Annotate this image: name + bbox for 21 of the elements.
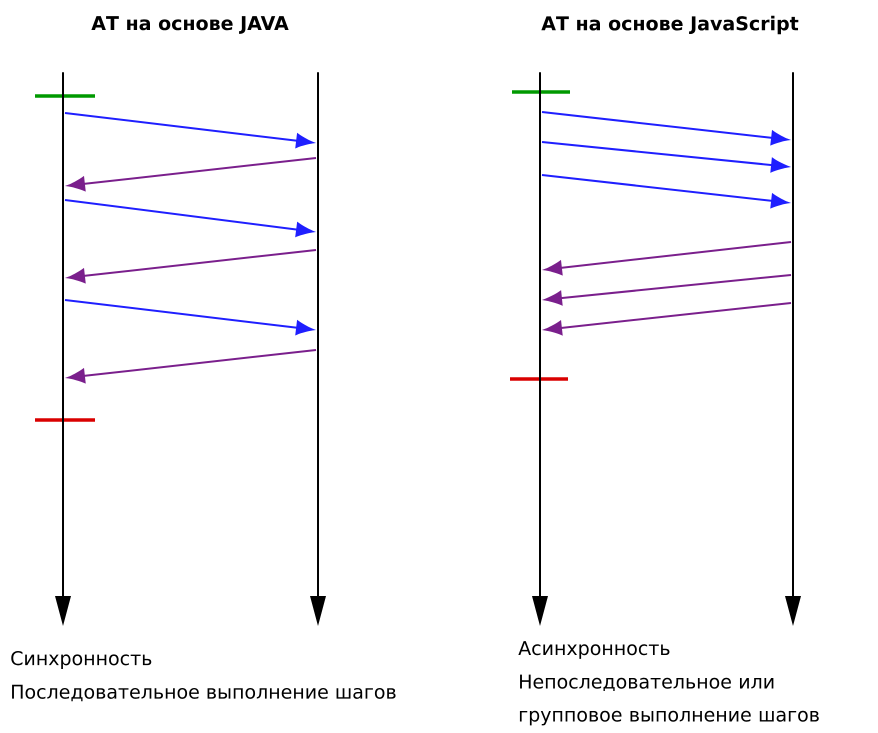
caption: Последовательное выполнение шагов [12,684,396,702]
arrow [542,111,788,146]
arrow [542,141,788,172]
arrow [544,241,792,276]
lifeline [310,72,326,626]
lifeline [532,72,548,626]
caption: Синхронность [11,650,152,670]
arrow [68,349,316,384]
arrow [68,157,316,192]
caption: Непоследовательное или групповое выполнение шагов [520,674,819,726]
lifeline [785,72,801,626]
title: АТ на основе JAVA [91,16,289,34]
arrow [542,174,788,208]
arrow [544,302,792,336]
lifeline [55,72,71,626]
arrow [64,299,314,335]
arrow [544,274,792,306]
arrow [68,249,316,284]
title: АТ на основе JavaScript [541,16,798,34]
arrow [64,112,314,148]
arrow [64,199,314,237]
